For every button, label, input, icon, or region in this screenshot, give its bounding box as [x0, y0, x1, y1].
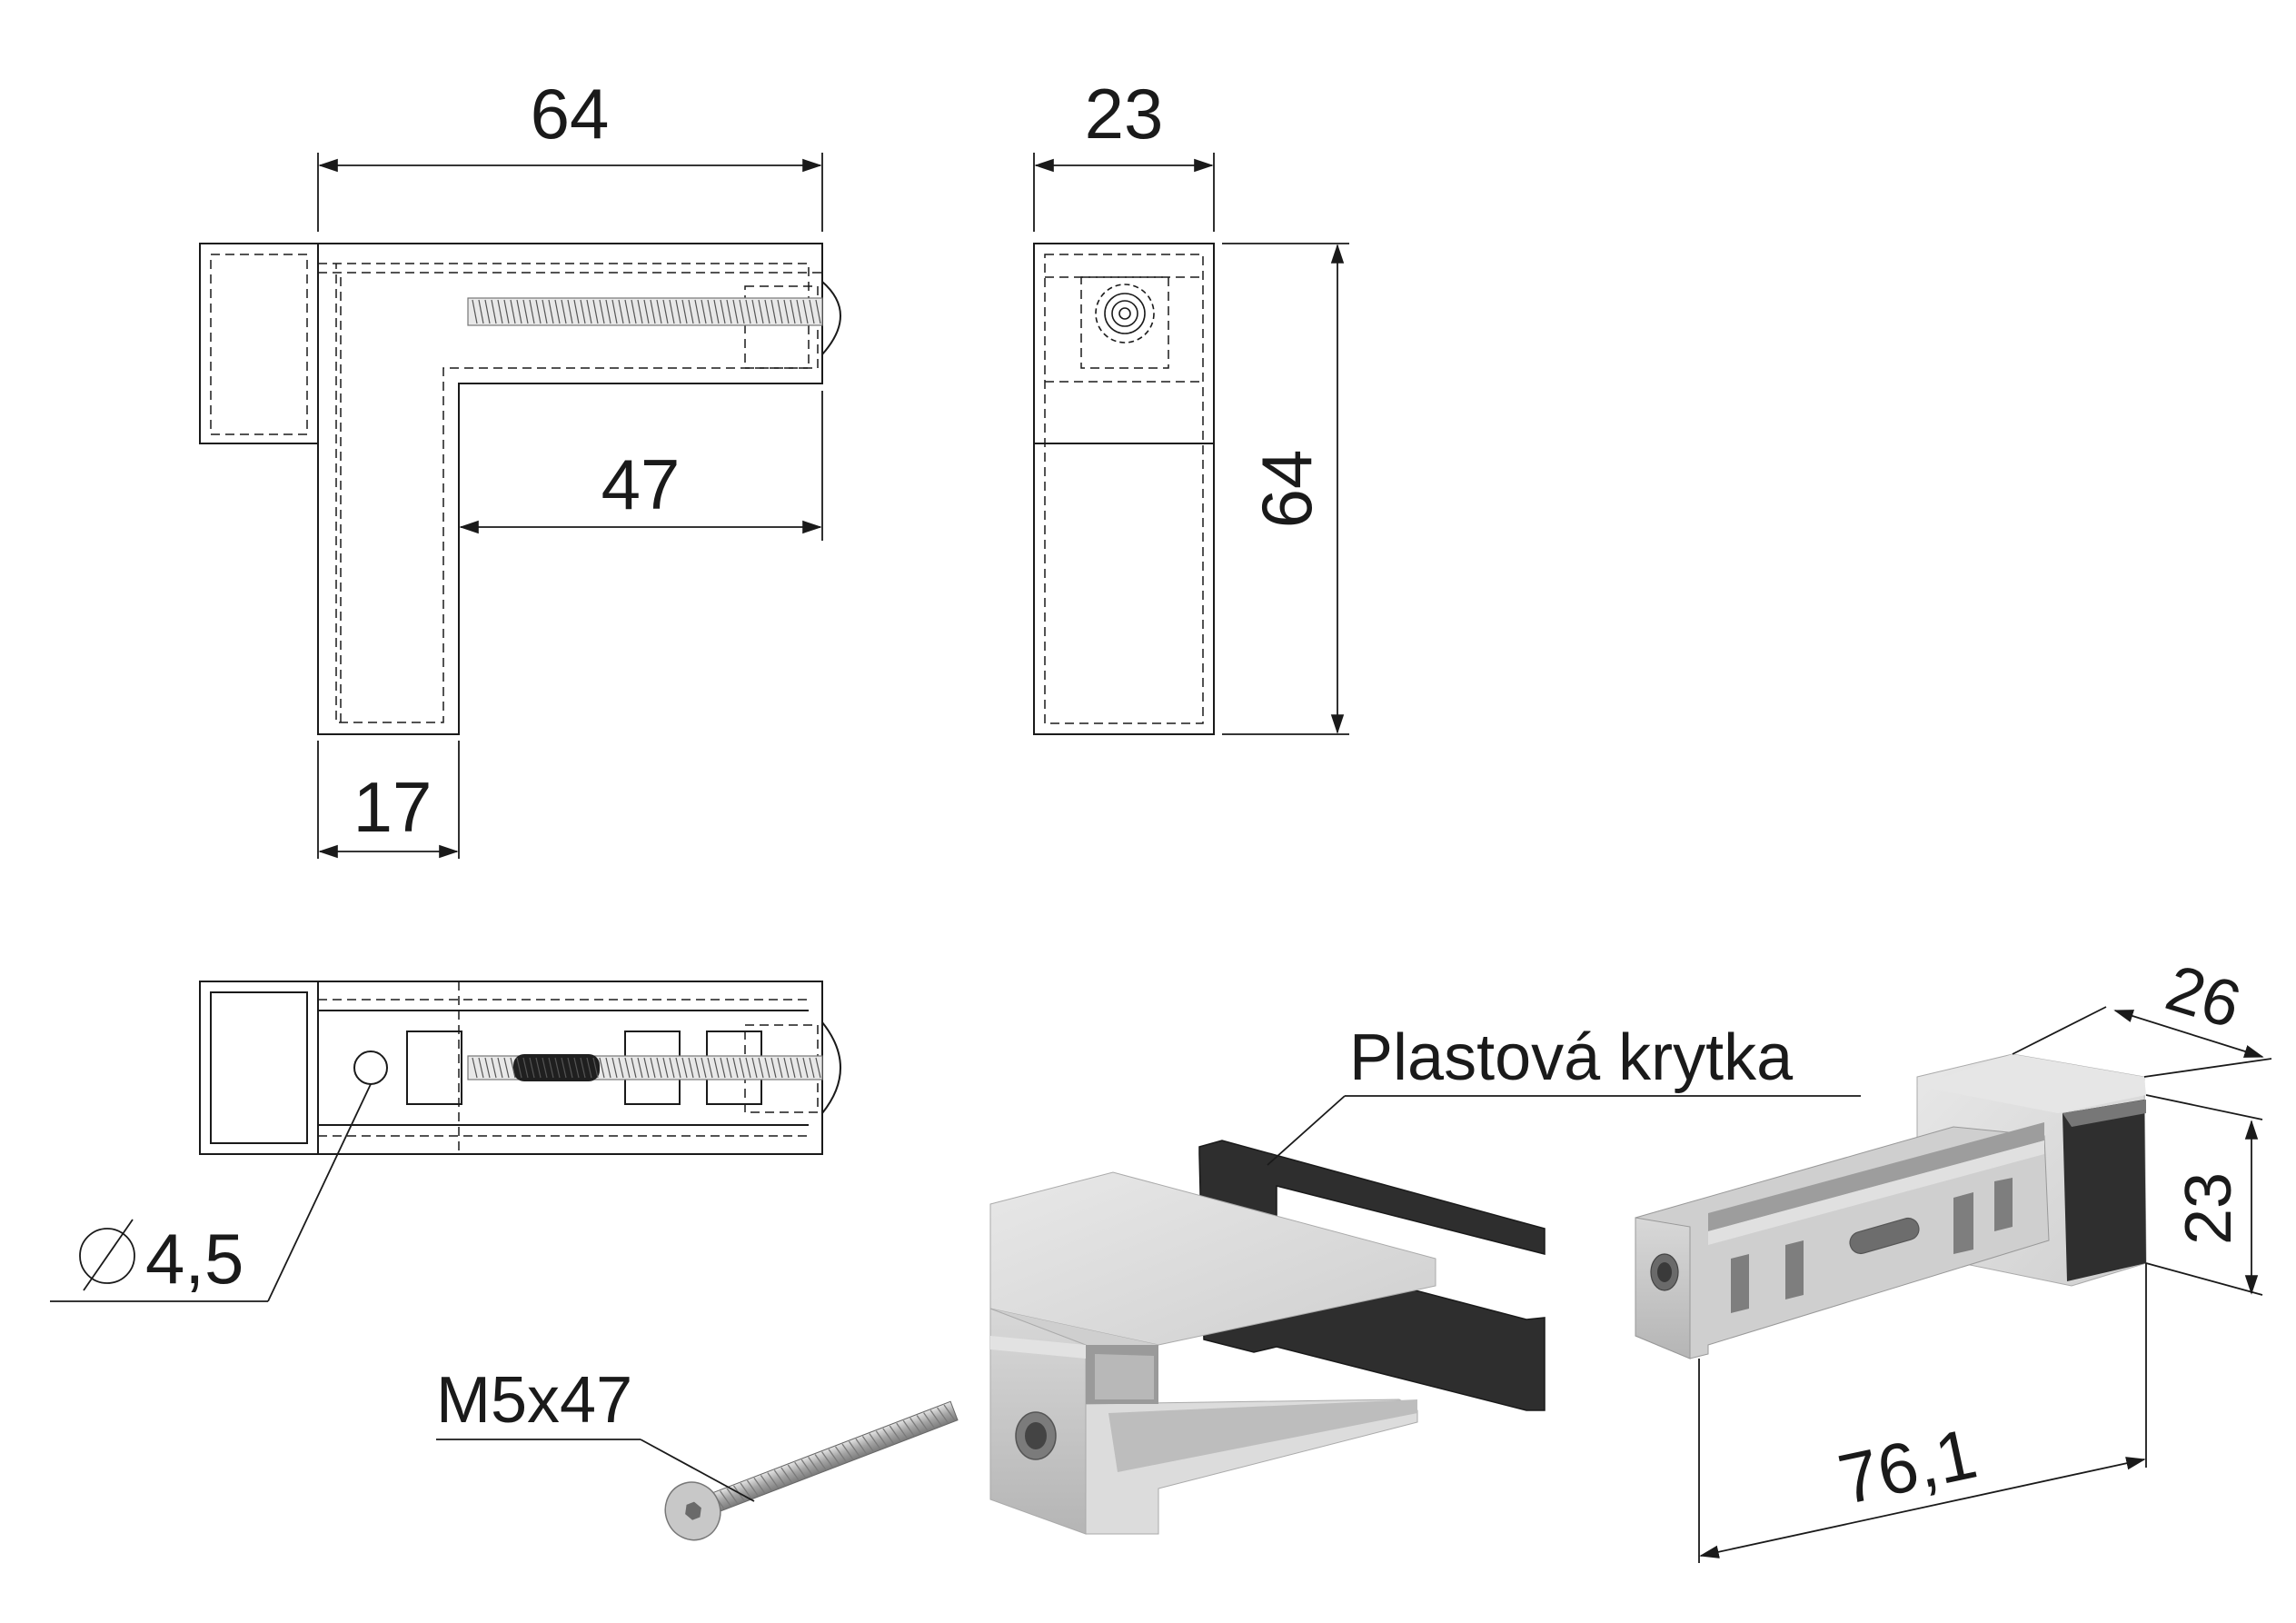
- label-cap: Plastová krytka: [1349, 1021, 1794, 1094]
- dim-line-76-1: [1699, 1457, 2146, 1558]
- side-view: [1033, 243, 1215, 735]
- mounting-hole: [353, 1050, 388, 1085]
- cap-leader: [1267, 1095, 1861, 1166]
- plastic-cap: [1198, 1140, 1546, 1411]
- dim-line-26: [2113, 1010, 2264, 1058]
- side-dims: [1033, 153, 1349, 735]
- bracket-insert-iso: [1635, 1053, 2147, 1359]
- bracket-body-iso: [989, 1171, 1436, 1535]
- front-back-plate: [199, 243, 319, 444]
- front-dims: [317, 153, 823, 859]
- dim-side-height: 64: [1247, 450, 1327, 529]
- iso-dims: [1698, 1006, 2272, 1563]
- top-back-plate: [210, 991, 308, 1144]
- front-screw-thread: [467, 297, 823, 326]
- hole-leader: [50, 1083, 372, 1302]
- side-outline: [1033, 243, 1215, 735]
- screw-leader: [436, 1439, 755, 1502]
- insert-slot-icon: [1849, 1217, 1920, 1255]
- front-view: [199, 243, 841, 735]
- dim-front-width: 64: [531, 74, 610, 154]
- label-screw: M5x47: [436, 1364, 632, 1437]
- front-screw-head: [821, 281, 841, 355]
- dim-iso-length: 76,1: [1832, 1413, 1983, 1520]
- dim-front-leg: 17: [353, 767, 432, 847]
- dim-front-inner: 47: [601, 444, 681, 524]
- dim-iso-height: 23: [2172, 1172, 2245, 1245]
- dim-side-width: 23: [1085, 74, 1164, 154]
- side-screw-head: [1095, 284, 1155, 344]
- screw-m5x47: [664, 1400, 959, 1541]
- top-view: [199, 981, 841, 1155]
- diameter-symbol-icon: [79, 1228, 135, 1284]
- top-screw-thread: [467, 1054, 823, 1081]
- dim-hole-diameter: 4,5: [145, 1219, 244, 1299]
